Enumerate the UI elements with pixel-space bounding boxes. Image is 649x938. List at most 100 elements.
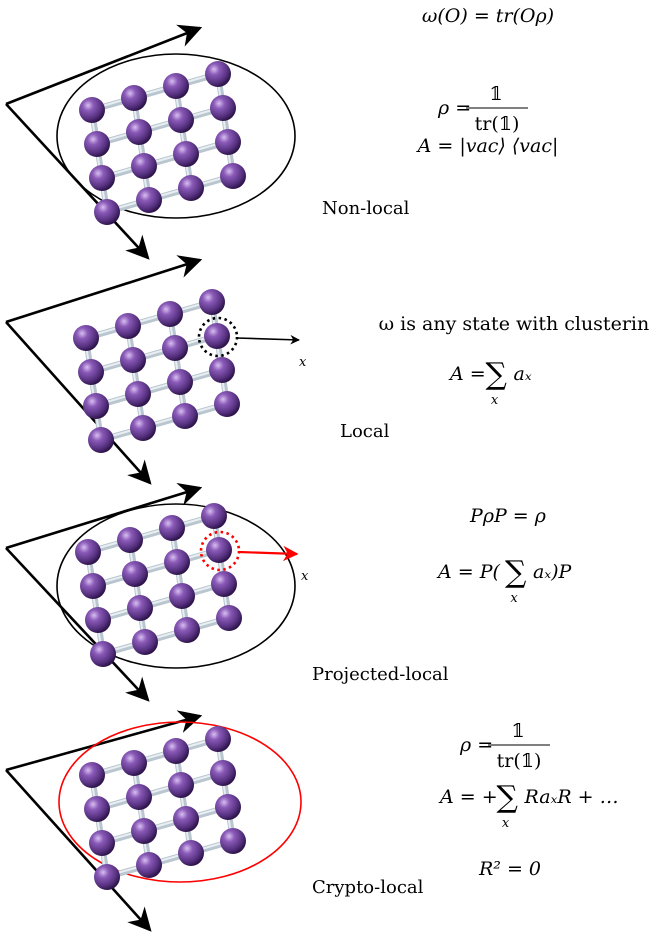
atom [159,515,185,541]
atom [173,141,199,167]
atom [117,527,143,553]
atom [209,357,235,383]
atom [163,73,189,99]
atom [73,325,99,351]
axis-arrow-lower [5,769,152,932]
sum-index: x [491,393,499,408]
axis-arrow-upper [5,483,203,550]
panel-label: Non-local [322,198,410,219]
panel-label: Crypto-local [312,877,424,898]
fraction-numerator: 𝟙 [489,83,502,105]
atom [79,762,105,788]
atom [169,583,195,609]
equation-lhs: ρ = [437,97,471,119]
lattice-bonds [89,736,236,880]
atom [136,852,162,878]
atom [204,323,230,349]
lattice-bonds [89,71,236,215]
atom [90,641,116,667]
atom [132,629,158,655]
atom [178,175,204,201]
atom [206,537,232,563]
boundary-ellipse [58,721,302,883]
atom [215,129,241,155]
atom [210,760,236,786]
atom [205,61,231,87]
atom [94,199,120,225]
axis-arrow-upper [5,24,203,106]
boundary-ellipse [56,53,296,219]
atom [172,403,198,429]
atom [88,427,114,453]
axis-arrow-lower [5,547,150,702]
atom [89,165,115,191]
fraction-numerator: 𝟙 [511,720,524,742]
atom [214,391,240,417]
axis-arrow-upper [5,255,203,324]
equation: R² = 0 [478,858,541,880]
atom [157,301,183,327]
axis-arrow-upper [5,710,203,772]
atom [121,750,147,776]
atom [84,131,110,157]
atom [121,85,147,111]
atom [210,95,236,121]
sum-index: x [502,816,510,831]
atom [80,573,106,599]
sum-sign: ∑ [505,555,527,590]
atom [94,864,120,890]
atom [162,335,188,361]
equation-pre: A = + [438,786,498,808]
atom [164,549,190,575]
atom [130,415,156,441]
atom [163,738,189,764]
equation-pre: A = [448,363,486,385]
atom [78,359,104,385]
fraction-denominator: tr(𝟙) [475,113,520,135]
lattice-atoms [73,289,240,453]
fraction-denominator: tr(𝟙) [497,750,542,772]
atom [75,539,101,565]
equation: ω is any state with clustering [379,313,649,335]
atom [131,153,157,179]
panel-label: Projected-local [312,664,449,685]
atom [84,796,110,822]
atom [115,313,141,339]
atom [220,163,246,189]
atom [89,830,115,856]
atom [125,381,151,407]
highlight-dotted-circle [199,530,241,572]
atom [199,289,225,315]
atom [167,369,193,395]
site-arrow [236,334,300,345]
atom [168,107,194,133]
atom [122,561,148,587]
atom [83,393,109,419]
atom [126,119,152,145]
lattice-bonds [85,513,232,657]
equation-post: aₓ)P [533,561,572,583]
atom [211,571,237,597]
atom [120,347,146,373]
boundary-ellipse [56,503,296,669]
sum-sign: ∑ [486,357,508,392]
equation: A = |vac⟩ ⟨vac| [416,135,559,157]
atom [136,187,162,213]
atom [205,726,231,752]
axis-arrow-lower [5,321,152,485]
atom [215,794,241,820]
lattice-bonds [83,299,230,443]
sum-sign: ∑ [497,780,519,815]
atom [216,605,242,631]
atom [178,840,204,866]
equation-pre: A = P( [436,561,501,583]
atom [173,806,199,832]
equation-post: aₓ [514,363,532,385]
atom [85,607,111,633]
